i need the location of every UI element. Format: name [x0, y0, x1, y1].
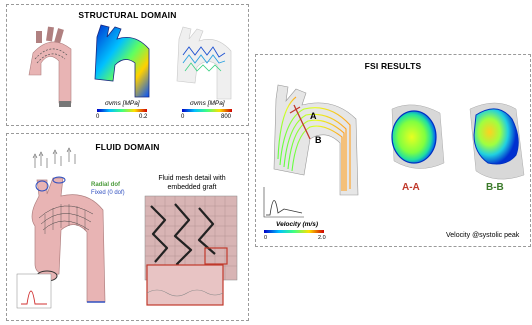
tissue-stress-contour-image — [83, 23, 163, 103]
velocity-waveform-chart — [262, 185, 306, 219]
structural-aorta-graft-image — [11, 23, 81, 109]
section-a-a-image — [384, 99, 448, 175]
velocity-colorbar-label: Velocity (m/s) — [276, 221, 318, 228]
cb2-max: 800 — [221, 114, 231, 120]
velocity-max: 2.0 — [318, 235, 326, 241]
cb2-colorbar — [182, 109, 232, 112]
legend-fixed-dof: Fixed (0 dof) — [91, 190, 125, 196]
velocity-colorbar — [264, 230, 324, 233]
fluid-domain-panel: FLUID DOMAIN Radial dof Fixed (0 dof) Fl… — [6, 133, 249, 321]
velocity-min: 0 — [264, 235, 267, 241]
cb1-min: 0 — [96, 114, 99, 120]
mesh-detail-title: Fluid mesh detail with embedded graft — [145, 174, 239, 192]
velocity-caption: Velocity @systolic peak — [446, 232, 519, 239]
cb2-min: 0 — [181, 114, 184, 120]
fsi-results-title: FSI RESULTS — [256, 61, 530, 71]
point-b-label: B — [315, 135, 322, 145]
structural-domain-title: STRUCTURAL DOMAIN — [7, 10, 248, 20]
structural-domain-panel: STRUCTURAL DOMAIN σvms [MPa] 0 0.2 σvms — [6, 4, 249, 126]
cb2-label: σvms [MPa] — [190, 100, 225, 107]
point-a-label: A — [310, 111, 317, 121]
section-b-b-label: B-B — [486, 182, 504, 193]
section-b-b-image — [466, 95, 530, 181]
cb1-label: σvms [MPa] — [105, 100, 140, 107]
cb1-colorbar — [97, 109, 147, 112]
inlet-flow-waveform-chart — [17, 274, 51, 308]
cb1-max: 0.2 — [139, 114, 147, 120]
fsi-results-panel: FSI RESULTS A B Velocity (m/s) 0 2.0 — [255, 54, 531, 247]
stent-stress-wireframe-image — [165, 25, 245, 105]
mesh-detail-inset-image — [147, 265, 223, 305]
section-a-a-label: A-A — [402, 182, 420, 193]
legend-radial-dof: Radial dof — [91, 182, 120, 188]
